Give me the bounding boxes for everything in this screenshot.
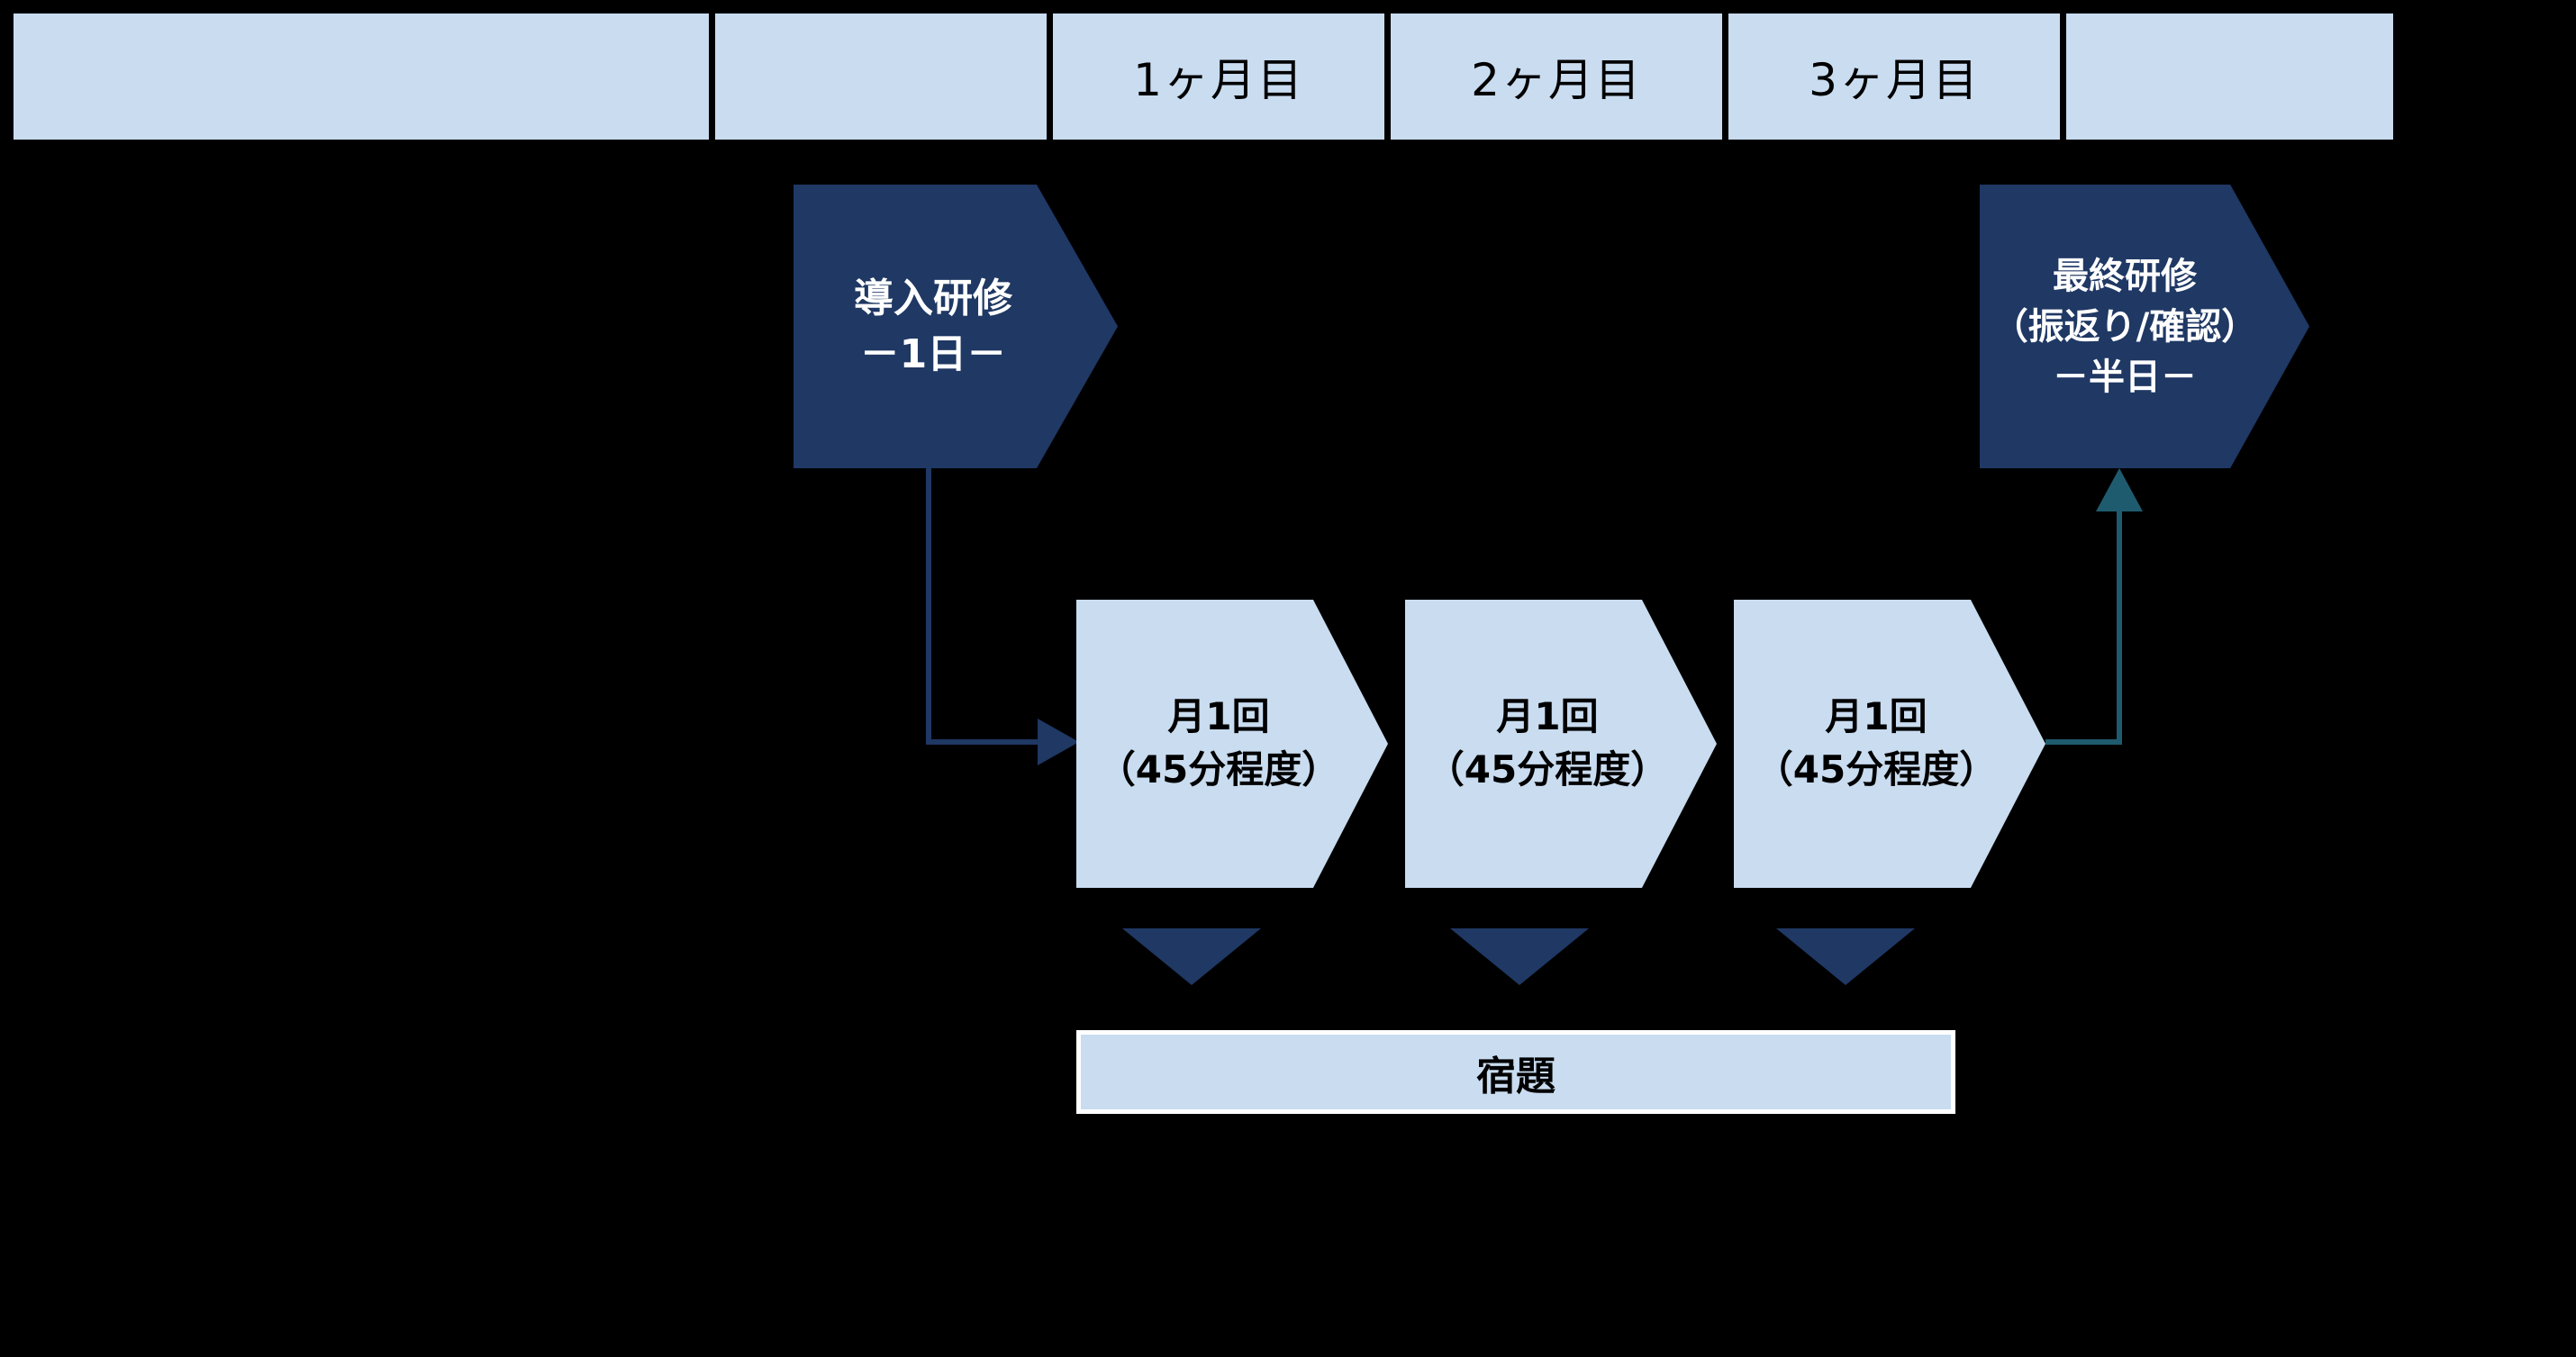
final-training-chevron: 最終研修 （振返り/確認） －半日－ [1980,185,2309,468]
final-training-label-line1: 最終研修 [2053,255,2197,297]
header-cell-month-3: 3ヶ月目 [1728,14,2060,140]
monthly-session-chevron-2: 月1回 （45分程度） [1405,600,1717,888]
header-cell-month-1: 1ヶ月目 [1053,14,1384,140]
final-training-label-line2: （振返り/確認） [1991,305,2258,348]
arrowhead-right-icon [1038,719,1079,765]
monthly-session-chevron-3: 月1回 （45分程度） [1734,600,2045,888]
down-arrow-icon-1 [1122,928,1261,985]
connector-sessions-to-final [2045,510,2122,745]
intro-training-chevron: 導入研修 －1日－ [794,185,1118,468]
monthly-session-1-label-line2: （45分程度） [1097,747,1340,792]
final-training-label-line3: －半日－ [2053,356,2197,398]
timeline-header: 1ヶ月目 2ヶ月目 3ヶ月目 [14,14,2396,140]
header-cell-month-2: 2ヶ月目 [1391,14,1722,140]
header-cell-blank-pre [715,14,1047,140]
monthly-session-2-label-line2: （45分程度） [1426,747,1669,792]
down-arrow-icon-3 [1776,928,1915,985]
homework-bar: 宿題 [1076,1030,1955,1114]
monthly-session-2-label-line1: 月1回 [1496,694,1599,739]
homework-label: 宿題 [1476,1053,1556,1099]
connector-intro-to-sessions [926,466,1038,745]
down-arrow-icon-2 [1450,928,1589,985]
intro-training-label-line1: 導入研修 [854,275,1012,321]
monthly-session-3-label-line2: （45分程度） [1755,747,1998,792]
intro-training-label-line2: －1日－ [859,330,1007,377]
monthly-session-3-label-line1: 月1回 [1825,694,1927,739]
monthly-session-chevron-1: 月1回 （45分程度） [1076,600,1388,888]
header-cell-blank-left [14,14,709,140]
header-cell-blank-right [2066,14,2393,140]
monthly-session-1-label-line1: 月1回 [1167,694,1270,739]
arrowhead-up-icon [2096,468,2143,511]
